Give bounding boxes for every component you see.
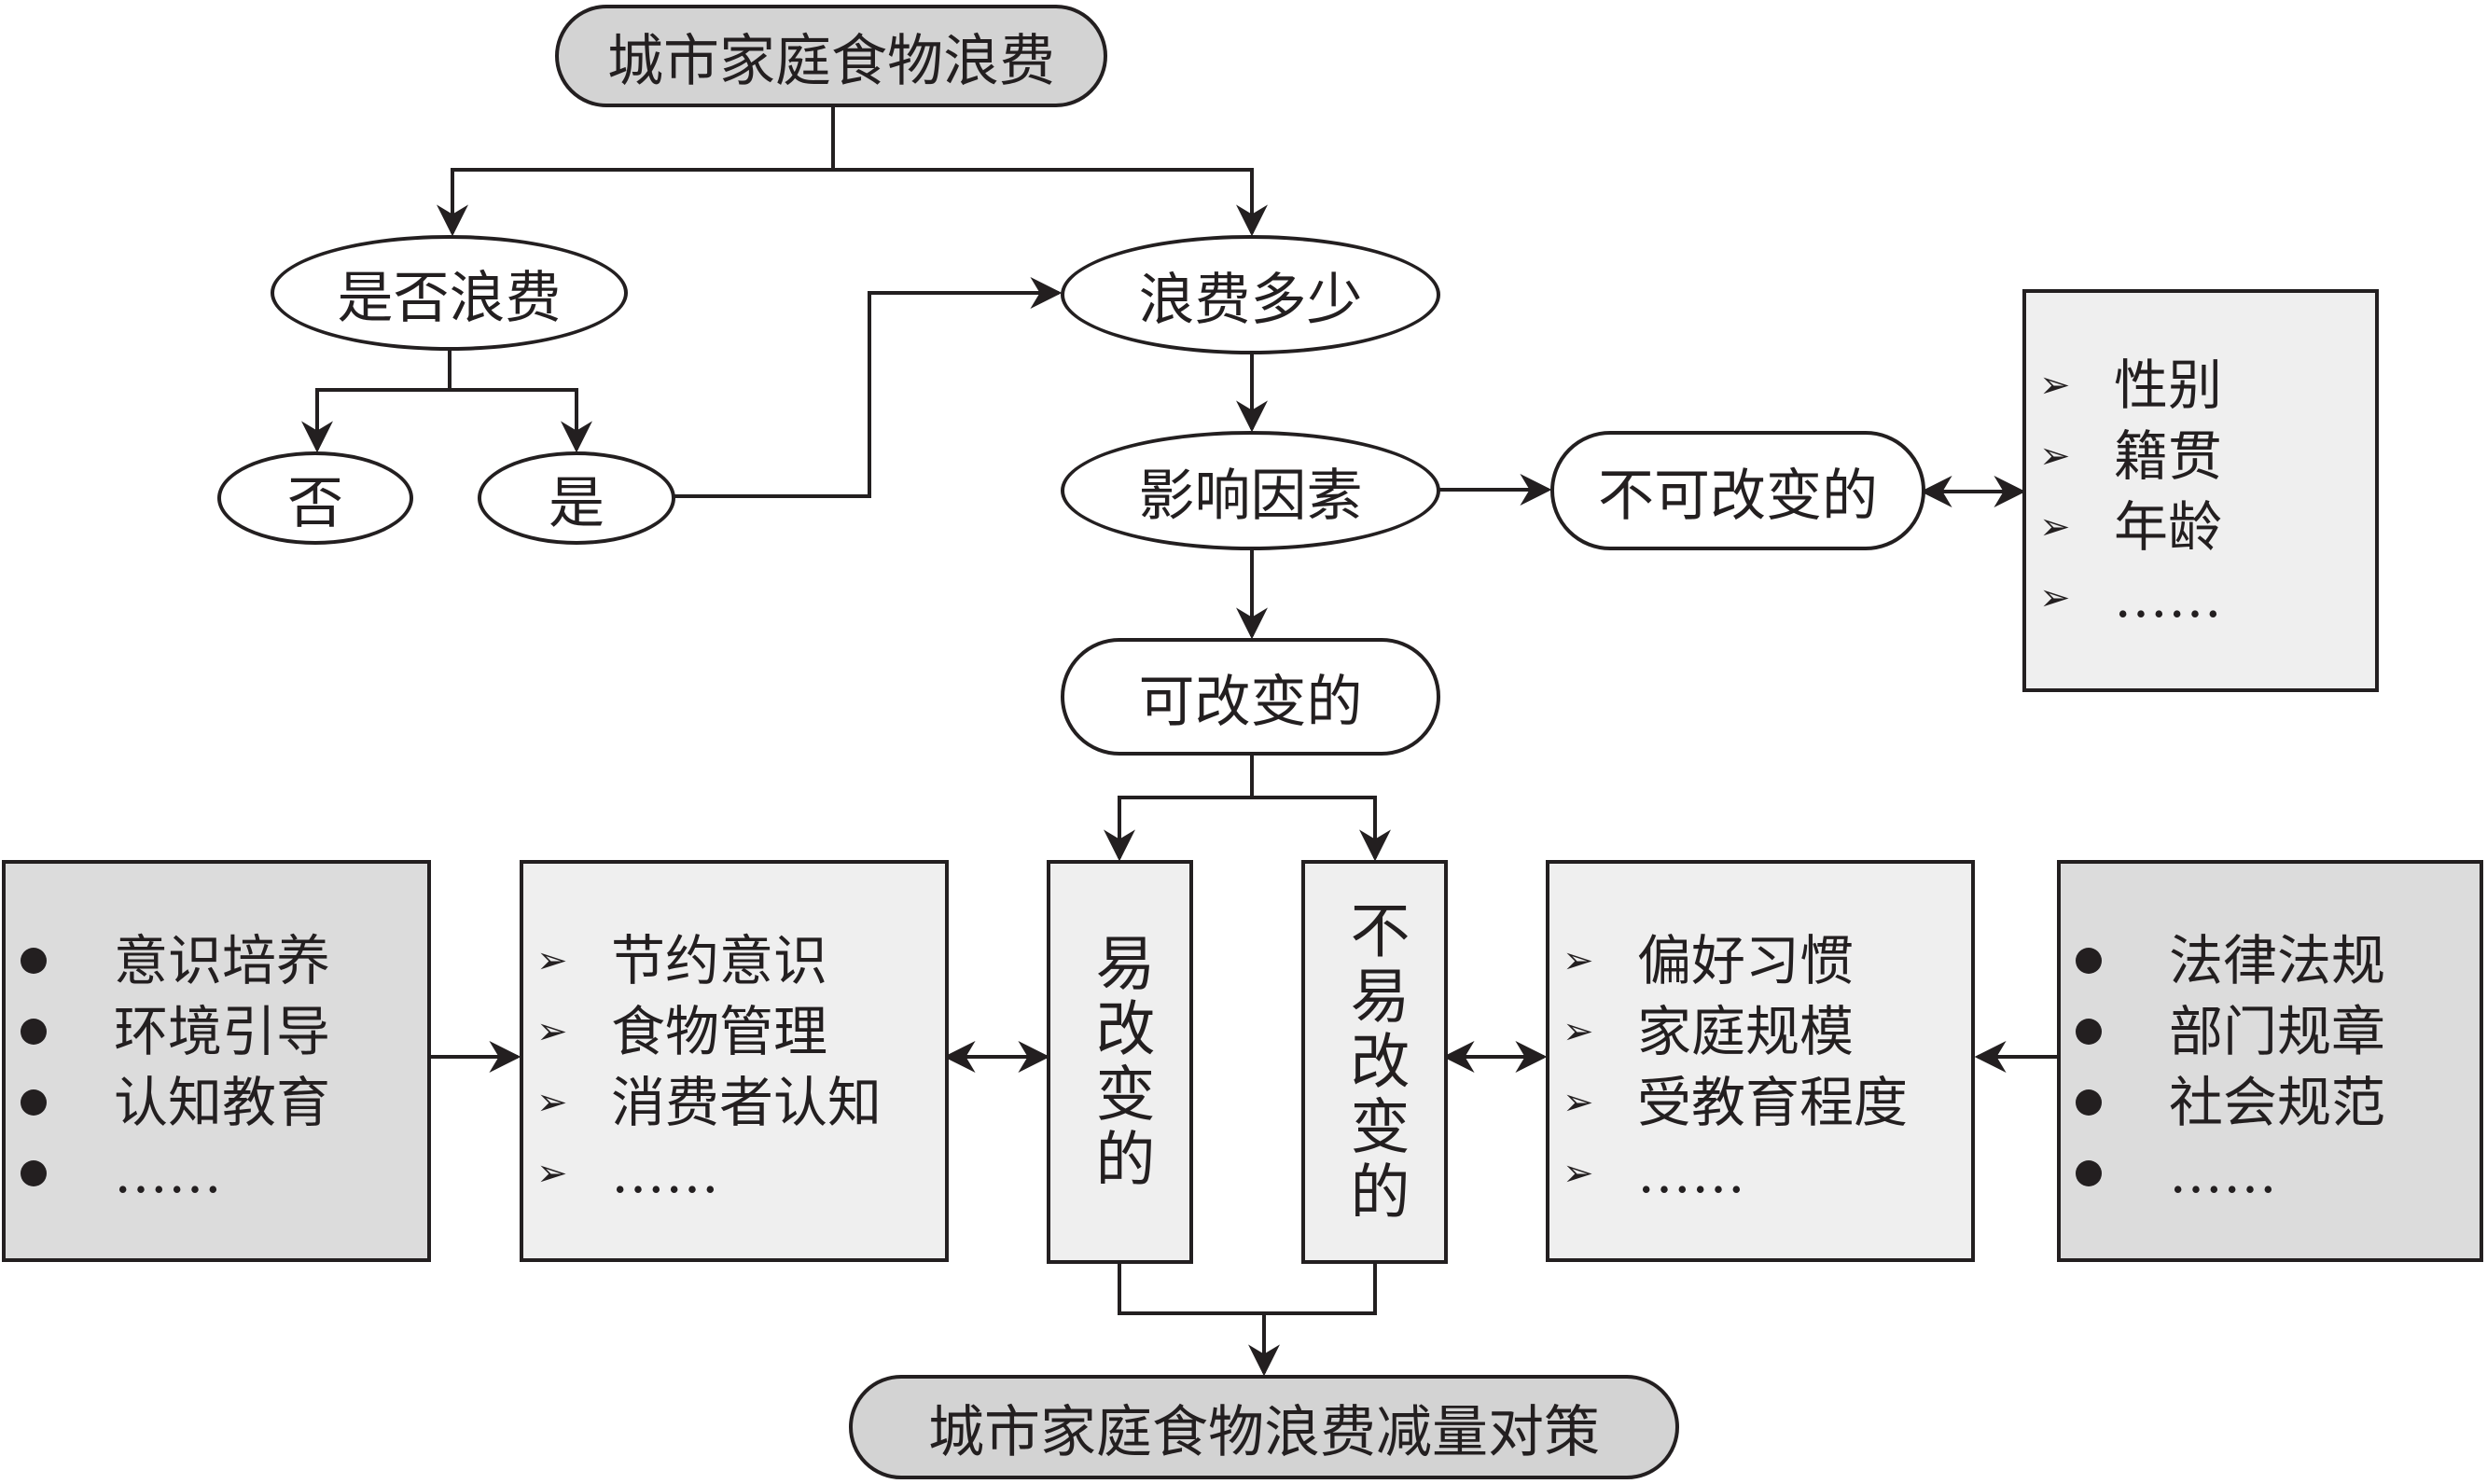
changeable-text: 可改变的 (1138, 669, 1363, 735)
list-item: ➢食物管理 (536, 996, 882, 1067)
unchangeable-text: 不可改变的 (1598, 463, 1878, 529)
title-text: 城市家庭食物浪费 (607, 28, 1055, 94)
yes-node: 是 (478, 451, 675, 545)
line-merge (1118, 1262, 1377, 1315)
arrow-bullet-icon: ➢ (1563, 1152, 1594, 1195)
line-title-to-howmuch (833, 168, 1268, 237)
bottom-title-text: 城市家庭食物浪费减量对策 (928, 1399, 1600, 1465)
arrow-bullet-icon: ➢ (1563, 1010, 1594, 1053)
bullet-icon (2076, 1019, 2102, 1045)
factors-node: 影响因素 (1061, 431, 1440, 550)
whether-waste-node: 是否浪费 (271, 235, 628, 351)
line-changeable-to-easy (1104, 754, 1254, 862)
arrow-bullet-icon: ➢ (2039, 364, 2071, 407)
title-node: 城市家庭食物浪费 (555, 5, 1107, 107)
bullet-icon (2076, 1089, 2102, 1116)
list-item: 部门规章 (2072, 996, 2385, 1067)
easy-change-text: 易改变的 (1085, 931, 1155, 1193)
right-outer-box (2057, 860, 2483, 1262)
list-item: ➢…… (2039, 562, 2222, 633)
list-item: 法律法规 (2072, 925, 2385, 996)
how-much-text: 浪费多少 (1138, 267, 1363, 333)
right-inner-box (1546, 860, 1975, 1262)
bullet-icon (2076, 948, 2102, 974)
arrow-bullet-icon: ➢ (1563, 939, 1594, 982)
list-item: 社会规范 (2072, 1067, 2385, 1138)
hard-change-text: 不易改变的 (1340, 898, 1410, 1226)
unchangeable-list: ➢性别 ➢籍贯 ➢年龄 ➢…… (2039, 350, 2222, 633)
hard-change-node: 不易改变的 (1301, 860, 1448, 1264)
arrow-bullet-icon: ➢ (536, 1081, 568, 1124)
yes-text: 是 (549, 470, 604, 536)
left-outer-list: 意识培养 环境引导 认知教育 …… (17, 925, 330, 1209)
left-inner-list: ➢节约意识 ➢食物管理 ➢消费者认知 ➢…… (536, 925, 882, 1209)
list-item: …… (17, 1138, 330, 1209)
right-outer-list: 法律法规 部门规章 社会规范 …… (2072, 925, 2385, 1209)
unchangeable-list-box (2022, 289, 2379, 692)
line-whether-to-yes (450, 388, 592, 453)
arrow-bullet-icon: ➢ (2039, 506, 2071, 548)
list-item: 意识培养 (17, 925, 330, 996)
right-inner-list: ➢偏好习惯 ➢家庭规模 ➢受教育程度 ➢…… (1563, 925, 1908, 1209)
list-item: ➢…… (536, 1138, 882, 1209)
arrow-bullet-icon: ➢ (2039, 435, 2071, 478)
left-inner-box (520, 860, 949, 1262)
no-node: 否 (217, 451, 413, 545)
list-item: ➢受教育程度 (1563, 1067, 1908, 1138)
no-text: 否 (287, 470, 343, 536)
changeable-node: 可改变的 (1061, 638, 1440, 756)
factors-text: 影响因素 (1138, 463, 1363, 529)
arrow-bullet-icon: ➢ (1563, 1081, 1594, 1124)
list-item: ➢年龄 (2039, 492, 2222, 562)
bullet-icon (21, 948, 47, 974)
line-whether-to-no (301, 349, 452, 453)
list-item: ➢家庭规模 (1563, 996, 1908, 1067)
whether-waste-text: 是否浪费 (337, 265, 562, 331)
how-much-node: 浪费多少 (1061, 235, 1440, 354)
bottom-title-node: 城市家庭食物浪费减量对策 (849, 1375, 1679, 1479)
list-item: ➢性别 (2039, 350, 2222, 421)
bullet-icon (2076, 1160, 2102, 1186)
arrow-bullet-icon: ➢ (536, 939, 568, 982)
list-item: 环境引导 (17, 996, 330, 1067)
line-changeable-to-hard (1252, 796, 1391, 862)
bullet-icon (21, 1160, 47, 1186)
list-item: ➢偏好习惯 (1563, 925, 1908, 996)
line-title-to-whether (437, 104, 835, 237)
arrow-bullet-icon: ➢ (536, 1152, 568, 1195)
bullet-icon (21, 1089, 47, 1116)
line-yes-to-howmuch (674, 277, 1063, 498)
list-item: ➢籍贯 (2039, 421, 2222, 492)
easy-change-node: 易改变的 (1047, 860, 1193, 1264)
unchangeable-node: 不可改变的 (1550, 431, 1925, 550)
bullet-icon (21, 1019, 47, 1045)
left-outer-box (2, 860, 431, 1262)
list-item: ➢消费者认知 (536, 1067, 882, 1138)
list-item: …… (2072, 1138, 2385, 1209)
list-item: ➢…… (1563, 1138, 1908, 1209)
arrow-bullet-icon: ➢ (536, 1010, 568, 1053)
list-item: ➢节约意识 (536, 925, 882, 996)
arrow-bullet-icon: ➢ (2039, 576, 2071, 619)
list-item: 认知教育 (17, 1067, 330, 1138)
